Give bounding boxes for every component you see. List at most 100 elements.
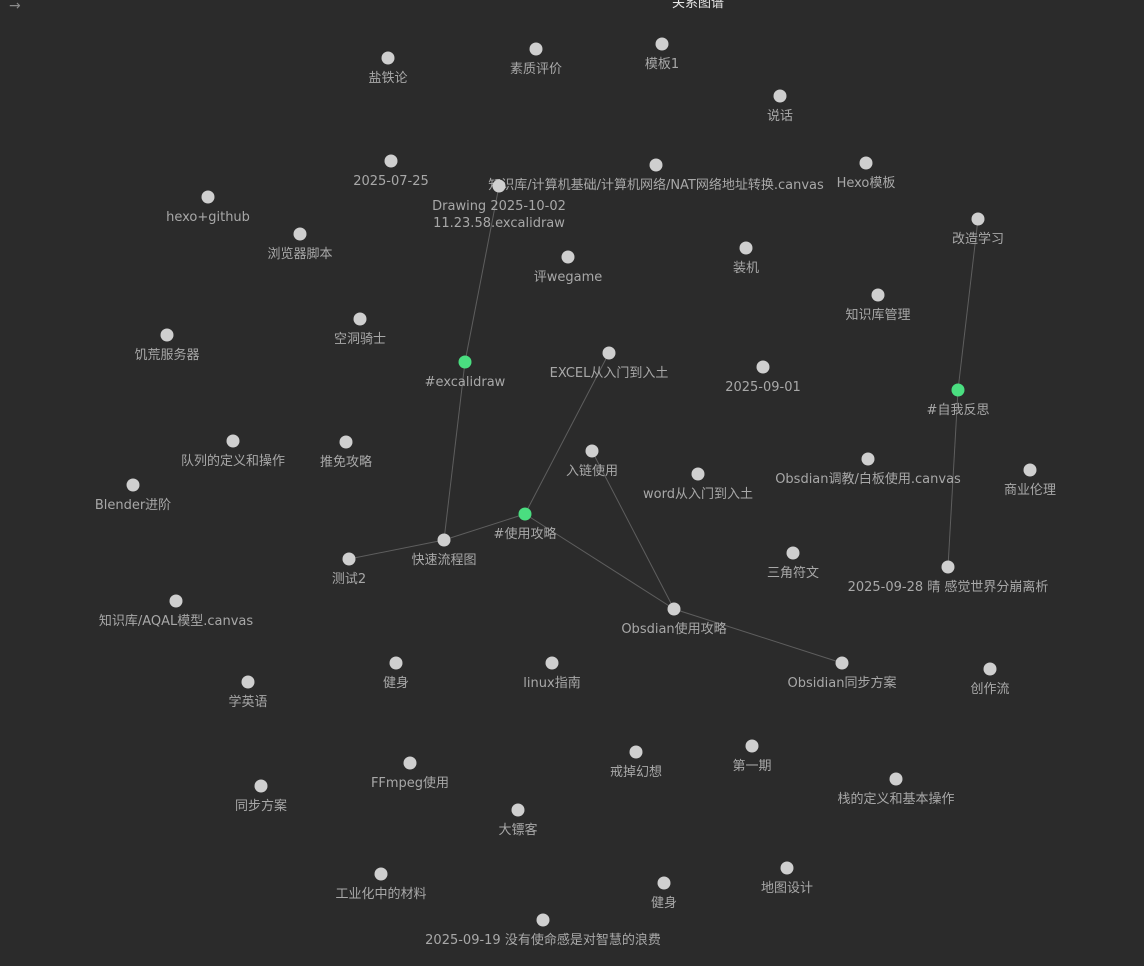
graph-node[interactable]: 2025-09-19 没有使命感是对智慧的浪费 [425, 913, 661, 949]
graph-node[interactable]: 队列的定义和操作 [181, 434, 285, 470]
node-dot[interactable] [458, 355, 472, 369]
graph-node[interactable]: Blender进阶 [95, 478, 171, 514]
node-dot[interactable] [536, 913, 550, 927]
node-dot[interactable] [871, 288, 885, 302]
node-dot[interactable] [657, 876, 671, 890]
graph-node[interactable]: 知识库管理 [845, 288, 911, 324]
graph-tag-node[interactable]: #使用攻略 [494, 507, 557, 543]
arrow-right-icon[interactable]: → [9, 0, 21, 14]
node-dot[interactable] [437, 533, 451, 547]
node-dot[interactable] [941, 560, 955, 574]
node-dot[interactable] [983, 662, 997, 676]
graph-node[interactable]: Obsidian同步方案 [788, 656, 897, 692]
graph-node[interactable]: 商业伦理 [1004, 463, 1056, 499]
graph-node[interactable]: 说话 [767, 89, 793, 125]
node-dot[interactable] [691, 467, 705, 481]
graph-node[interactable]: 饥荒服务器 [134, 328, 200, 364]
node-dot[interactable] [649, 158, 663, 172]
graph-node[interactable]: 知识库/计算机基础/计算机网络/NAT网络地址转换.canvas [488, 158, 824, 194]
node-dot[interactable] [374, 867, 388, 881]
graph-node[interactable]: 素质评价 [510, 42, 562, 78]
graph-node[interactable]: 知识库/AQAL模型.canvas [99, 594, 254, 630]
node-dot[interactable] [254, 779, 268, 793]
graph-node[interactable]: 同步方案 [235, 779, 287, 815]
node-dot[interactable] [201, 190, 215, 204]
graph-node[interactable]: 大镖客 [498, 803, 538, 839]
graph-node[interactable]: linux指南 [523, 656, 581, 692]
graph-node[interactable]: Obsdian使用攻略 [621, 602, 727, 638]
node-dot[interactable] [859, 156, 873, 170]
node-dot[interactable] [861, 452, 875, 466]
graph-node[interactable]: 三角符文 [767, 546, 819, 582]
node-dot[interactable] [381, 51, 395, 65]
node-dot[interactable] [226, 434, 240, 448]
node-dot[interactable] [667, 602, 681, 616]
node-dot[interactable] [403, 756, 417, 770]
node-dot[interactable] [835, 656, 849, 670]
graph-node[interactable]: 学英语 [228, 675, 268, 711]
node-dot[interactable] [339, 435, 353, 449]
graph-node[interactable]: 2025-09-01 [725, 360, 801, 396]
graph-node[interactable]: 第一期 [732, 739, 772, 775]
node-dot[interactable] [655, 37, 669, 51]
node-dot[interactable] [293, 227, 307, 241]
node-dot[interactable] [1023, 463, 1037, 477]
node-dot[interactable] [739, 241, 753, 255]
graph-node[interactable]: 浏览器脚本 [267, 227, 333, 263]
node-dot[interactable] [126, 478, 140, 492]
node-dot[interactable] [561, 250, 575, 264]
graph-tag-node[interactable]: #excalidraw [425, 355, 506, 391]
graph-node[interactable]: 2025-09-28 晴 感觉世界分崩离析 [848, 560, 1049, 596]
graph-node[interactable]: 模板1 [645, 37, 679, 73]
node-dot[interactable] [629, 745, 643, 759]
graph-node[interactable]: 测试2 [332, 552, 366, 588]
graph-node[interactable]: 戒掉幻想 [610, 745, 662, 781]
graph-node[interactable]: 工业化中的材料 [335, 867, 427, 903]
graph-node[interactable]: 装机 [733, 241, 759, 277]
node-dot[interactable] [384, 154, 398, 168]
node-dot[interactable] [529, 42, 543, 56]
node-dot[interactable] [545, 656, 559, 670]
graph-node[interactable]: 改造学习 [952, 212, 1004, 248]
node-dot[interactable] [756, 360, 770, 374]
node-dot[interactable] [353, 312, 367, 326]
node-dot[interactable] [971, 212, 985, 226]
graph-node[interactable]: 入链使用 [566, 444, 618, 480]
graph-tag-node[interactable]: #自我反思 [927, 383, 990, 419]
graph-node[interactable]: 评wegame [534, 250, 603, 286]
node-dot[interactable] [518, 507, 532, 521]
node-dot[interactable] [780, 861, 794, 875]
node-dot[interactable] [169, 594, 183, 608]
graph-node[interactable]: 创作流 [970, 662, 1010, 698]
node-dot[interactable] [585, 444, 599, 458]
node-dot[interactable] [492, 179, 506, 193]
node-dot[interactable] [342, 552, 356, 566]
graph-node[interactable]: 空洞骑士 [334, 312, 386, 348]
graph-node[interactable]: 地图设计 [761, 861, 813, 897]
graph-node[interactable]: 健身 [383, 656, 409, 692]
graph-node[interactable]: 2025-07-25 [353, 154, 429, 190]
graph-node[interactable]: EXCEL从入门到入土 [550, 346, 669, 382]
graph-node[interactable]: 栈的定义和基本操作 [837, 772, 955, 808]
graph-node[interactable]: 盐铁论 [368, 51, 408, 87]
graph-node[interactable]: Obsdian调教/白板使用.canvas [775, 452, 961, 488]
node-dot[interactable] [786, 546, 800, 560]
graph-node[interactable]: 快速流程图 [411, 533, 477, 569]
node-dot[interactable] [889, 772, 903, 786]
graph-node[interactable]: word从入门到入土 [643, 467, 753, 503]
node-dot[interactable] [951, 383, 965, 397]
graph-node[interactable]: FFmpeg使用 [371, 756, 449, 792]
node-dot[interactable] [511, 803, 525, 817]
graph-node[interactable]: 健身 [651, 876, 677, 912]
node-dot[interactable] [241, 675, 255, 689]
graph-node[interactable]: hexo+github [166, 190, 250, 226]
node-dot[interactable] [773, 89, 787, 103]
graph-node[interactable]: 推免攻略 [320, 435, 372, 471]
node-dot[interactable] [160, 328, 174, 342]
node-dot[interactable] [602, 346, 616, 360]
graph-node[interactable]: Hexo模板 [837, 156, 896, 192]
node-dot[interactable] [745, 739, 759, 753]
node-dot[interactable] [389, 656, 403, 670]
